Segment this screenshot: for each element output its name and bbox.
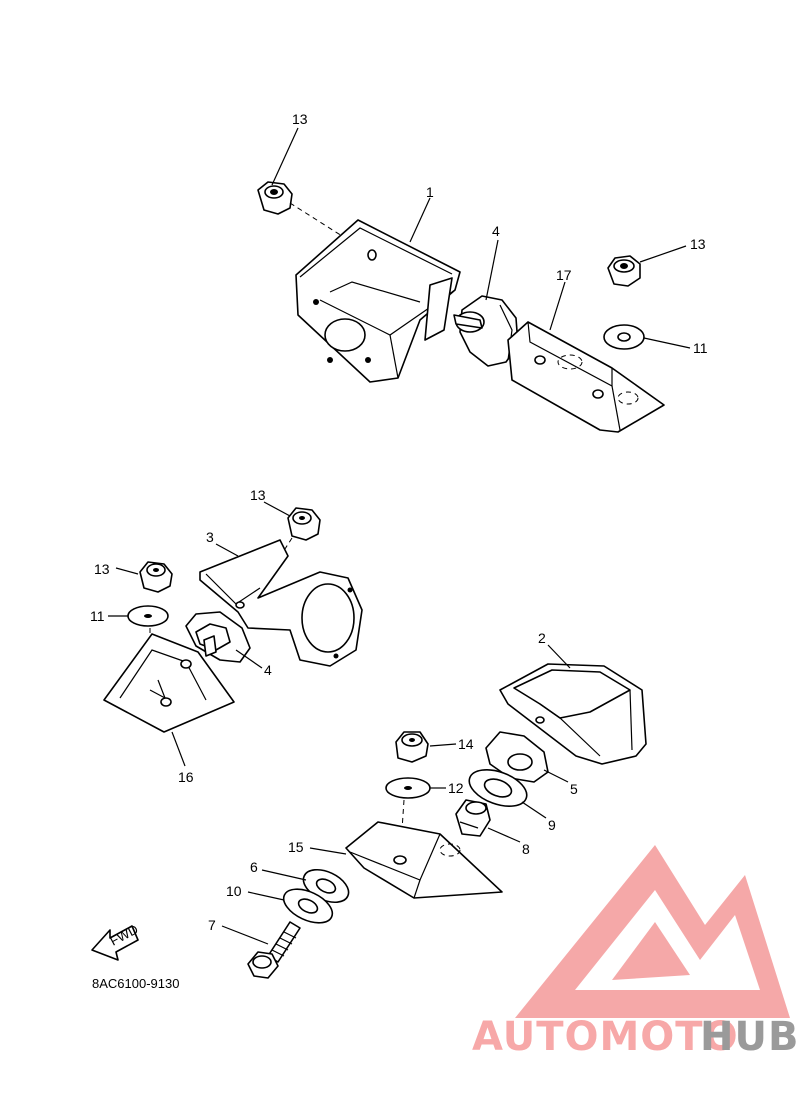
callout-5: 5: [570, 781, 578, 797]
callout-4: 4: [492, 223, 500, 239]
washer-10: [282, 888, 334, 924]
callout-4: 4: [264, 662, 272, 678]
nut-13-top: [257, 181, 293, 215]
washer-11-mid: [127, 605, 169, 627]
nut-13-right: [607, 255, 641, 287]
callout-13: 13: [250, 487, 266, 503]
guide-line: [289, 202, 373, 256]
callout-13: 13: [94, 561, 110, 577]
fwd-arrow-icon: FWD: [91, 922, 141, 961]
callout-12: 12: [448, 780, 464, 796]
washer-11-right: [603, 324, 645, 350]
callout-11: 11: [90, 608, 105, 624]
callout-6: 6: [250, 859, 258, 875]
brand-text-hub: HUB: [700, 1014, 799, 1060]
bracket-17: [507, 321, 665, 433]
diagram-code: 8AC6100-9130: [92, 976, 179, 991]
washer-9: [468, 768, 528, 808]
nut-14: [395, 731, 429, 763]
callout-13: 13: [690, 236, 706, 252]
callout-13: 13: [292, 111, 308, 127]
callout-9: 9: [548, 817, 556, 833]
bracket-1: [295, 219, 461, 383]
callout-15: 15: [288, 839, 304, 855]
bracket-3: [199, 539, 363, 667]
callout-8: 8: [522, 841, 530, 857]
bolt-7: [247, 921, 301, 979]
callout-labels: 1 13 4 17 13 11 13 3 13 11 4 16 2 14 12 …: [90, 111, 708, 933]
callout-17: 17: [556, 267, 572, 283]
callout-3: 3: [206, 529, 214, 545]
callout-14: 14: [458, 736, 474, 752]
leader-lines: [108, 127, 691, 945]
callout-7: 7: [208, 917, 216, 933]
collar-8: [455, 799, 491, 837]
callout-10: 10: [226, 883, 242, 899]
bracket-2: [499, 663, 647, 765]
brand-text-automoto: AUTOMOTO: [472, 1014, 739, 1060]
mount-4-mid: [185, 611, 251, 663]
bracket-16: [103, 633, 235, 733]
nut-13-mid-upper: [287, 507, 321, 541]
callout-2: 2: [538, 630, 546, 646]
rubber-5: [485, 731, 549, 783]
callout-11: 11: [693, 340, 708, 356]
mount-4-top: [453, 295, 519, 367]
nut-13-mid-left: [139, 561, 173, 593]
watermark-logo: [515, 845, 790, 1018]
watermark-wordmark: AUTOMOTO HUB: [472, 1014, 799, 1060]
washer-12: [385, 777, 431, 799]
callout-16: 16: [178, 769, 194, 785]
callout-1: 1: [426, 184, 434, 200]
bracket-15: [345, 821, 503, 899]
